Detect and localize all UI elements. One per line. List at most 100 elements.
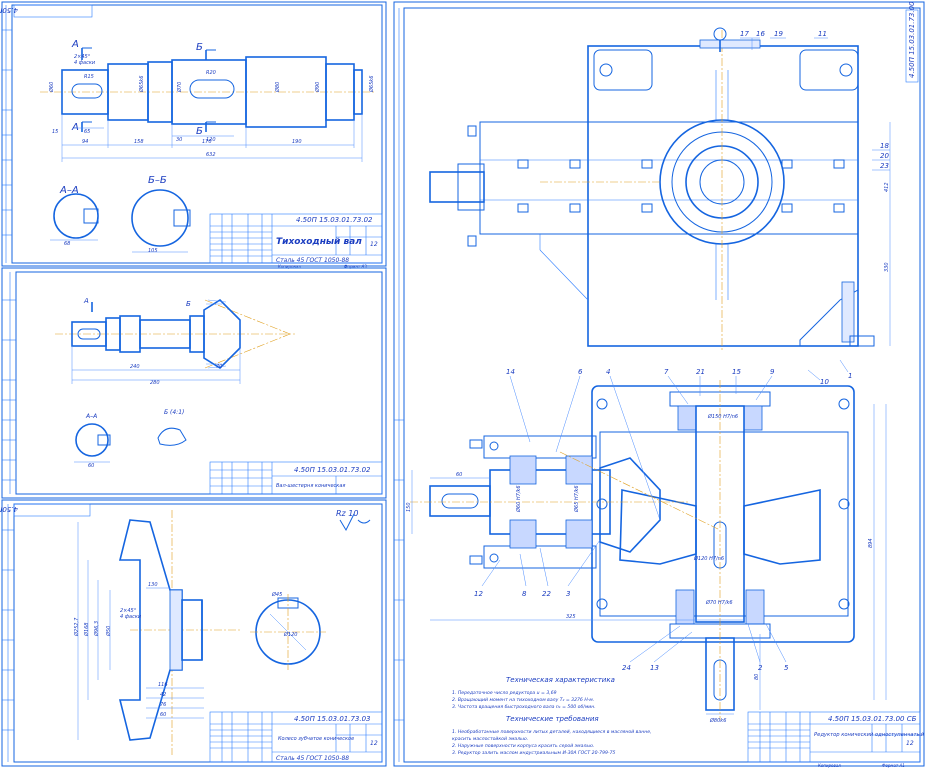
- callout-6: 6: [578, 368, 583, 376]
- callout-2: 2: [758, 664, 763, 672]
- shaft-dia-6: Ø65k6: [368, 76, 375, 93]
- callout-19: 19: [774, 30, 783, 38]
- callout-21: 21: [696, 368, 705, 376]
- gear-shaft-section-b: Б (4:1): [164, 409, 184, 416]
- shaft-sheet-no: 12: [370, 241, 378, 248]
- shaft-chamfer-note: 4 фаски: [74, 60, 96, 66]
- wheel-chamfer: 2×45°: [120, 608, 137, 614]
- shaft-dia-4: Ø80: [274, 82, 281, 93]
- shaft-mark-a-top: А: [71, 39, 79, 50]
- wheel-doc-code: 4.50П 15.03.01.73.03: [294, 715, 371, 723]
- shaft-dim-632: 632: [206, 152, 216, 158]
- sheet-shaft: 4.50П 15.03.01.73.02 А А Б Б 2×45° 4 фас…: [0, 1, 387, 269]
- tech-req-3: 2. Наружные поверхности корпуса красить …: [452, 743, 594, 749]
- shaft-r15: R15: [84, 74, 94, 80]
- callout-5: 5: [784, 664, 789, 672]
- assembly-dim-80: 80: [754, 674, 760, 680]
- assembly-dim-325: 325: [566, 614, 576, 620]
- tech-char-heading: Техническая характеристика: [506, 676, 615, 684]
- shaft-dim-190: 190: [292, 139, 302, 145]
- gear-shaft-mark-a: А: [83, 297, 89, 305]
- assembly-fit-in1: Ø60 H7/k6: [515, 485, 522, 513]
- gear-shaft-dim-280: 280: [150, 380, 160, 386]
- wheel-dim-116: 116: [158, 682, 168, 688]
- wheel-material: Сталь 45 ГОСТ 1050-88: [276, 755, 349, 762]
- callout-20: 20: [880, 152, 889, 160]
- wheel-dim-76: 76: [160, 702, 166, 708]
- assembly-doc-code-top: 4.50П 15.03.01.73.00 СБ: [908, 0, 916, 78]
- wheel-title: Колесо зубчатое коническое: [278, 736, 354, 742]
- callout-7: 7: [664, 368, 669, 376]
- assembly-copied: Копировал: [818, 763, 841, 768]
- assembly-fit-low: Ø70 H7/k6: [705, 599, 733, 606]
- shaft-doc-code-top: 4.50П 15.03.01.73.02: [0, 6, 18, 14]
- callout-11: 11: [818, 30, 827, 38]
- gear-shaft-dim-60: 60: [88, 463, 94, 469]
- callout-24: 24: [622, 664, 631, 672]
- callout-8: 8: [522, 590, 527, 598]
- shaft-dia-1: Ø60: [48, 82, 55, 93]
- tech-char-1: 1. Передаточное число редуктора u = 3,69: [452, 690, 557, 696]
- shaft-dim-68: 68: [64, 241, 70, 247]
- callout-16: 16: [756, 30, 765, 38]
- assembly-dim-150: 150: [406, 502, 412, 512]
- sheet-assembly: 4.50П 15.03.01.73.00 СБ: [393, 0, 925, 768]
- assembly-dim-412: 412: [884, 182, 890, 192]
- shaft-dim-120: 120: [206, 137, 216, 143]
- assembly-dim-894: 894: [868, 538, 874, 548]
- tech-char-3: 3. Частота вращения быстроходного вала n…: [452, 704, 596, 710]
- shaft-dim-30: 30: [176, 137, 182, 143]
- tech-req-1: 1. Необработанные поверхности литых дета…: [452, 729, 652, 735]
- callout-9: 9: [770, 368, 775, 376]
- shaft-mark-a-bot: А: [71, 122, 79, 133]
- callout-3: 3: [566, 590, 570, 598]
- wheel-dim-d1: Ø252,7: [73, 617, 80, 637]
- shaft-dim-65: 65: [84, 129, 90, 135]
- assembly-section-view: 60 325 894 80 Ø80k6 Ø150 H7/n6 Ø120 H7/n…: [406, 380, 887, 724]
- shaft-copied: Копировал: [278, 264, 301, 269]
- tech-char-2: 2. Вращающий момент на тихоходном валу T…: [452, 697, 594, 703]
- shaft-dim-158: 158: [134, 139, 144, 145]
- assembly-fit-in2: Ø65 H7/k6: [573, 485, 580, 513]
- tech-req-heading: Технические требования: [506, 715, 599, 723]
- callout-18: 18: [880, 142, 889, 150]
- wheel-dim-60: 60: [160, 712, 166, 718]
- assembly-title: Редуктор конический одноступенчатый: [814, 732, 925, 738]
- assembly-dim-output: Ø80k6: [709, 717, 726, 724]
- sheet-gear-shaft: А Б 240 280 70 А–А 60 Б (4:1): [1, 267, 387, 499]
- assembly-sheet-no: 12: [906, 740, 914, 747]
- gear-shaft-doc-code: 4.50П 15.03.01.73.02: [294, 466, 371, 474]
- callout-15: 15: [732, 368, 741, 376]
- callout-23: 23: [880, 162, 889, 170]
- assembly-dim-330: 330: [884, 262, 890, 272]
- tech-req-4: 3. Редуктор залить маслом индустриальным…: [452, 750, 616, 756]
- wheel-roughness: Rz 10: [336, 509, 358, 518]
- assembly-doc-code: 4.50П 15.03.01.73.00 СБ: [828, 715, 917, 723]
- wheel-dim-42: 42: [160, 692, 166, 698]
- shaft-chamfer: 2×45°: [74, 54, 91, 60]
- shaft-section-a-label: А–А: [59, 185, 79, 196]
- callout-14: 14: [506, 368, 515, 376]
- callout-10: 10: [820, 378, 829, 386]
- gear-shaft-mark-b: Б: [186, 300, 191, 308]
- shaft-dim-94: 94: [82, 139, 88, 145]
- assembly-dim-60: 60: [456, 472, 462, 478]
- wheel-dim-130: 130: [148, 582, 158, 588]
- wheel-hub-dia: Ø120: [283, 631, 297, 638]
- gear-shaft-dim-70: 70: [216, 364, 222, 370]
- wheel-dim-d4: Ø50: [105, 626, 112, 637]
- callout-17: 17: [740, 30, 749, 38]
- wheel-chamfer-note: 4 фаски: [120, 614, 142, 620]
- gear-shaft-section-a: А–А: [85, 413, 97, 420]
- callout-13: 13: [650, 664, 659, 672]
- assembly-format: Формат А1: [882, 763, 905, 768]
- wheel-dim-d3: Ø96,3: [93, 621, 100, 637]
- shaft-section-b-label: Б–Б: [148, 175, 167, 186]
- shaft-title: Тихоходный вал: [276, 237, 362, 247]
- sheet-wheel: 4.50П 15.03.01.73.03 Rz 10 Ø252,7 Ø168 Ø…: [0, 499, 387, 767]
- callout-12: 12: [474, 590, 483, 598]
- callout-1: 1: [848, 372, 852, 380]
- assembly-callouts-bottom: [481, 375, 787, 663]
- wheel-hub-key: Ø45: [271, 591, 282, 598]
- shaft-dia-2: Ø65k6: [138, 76, 145, 93]
